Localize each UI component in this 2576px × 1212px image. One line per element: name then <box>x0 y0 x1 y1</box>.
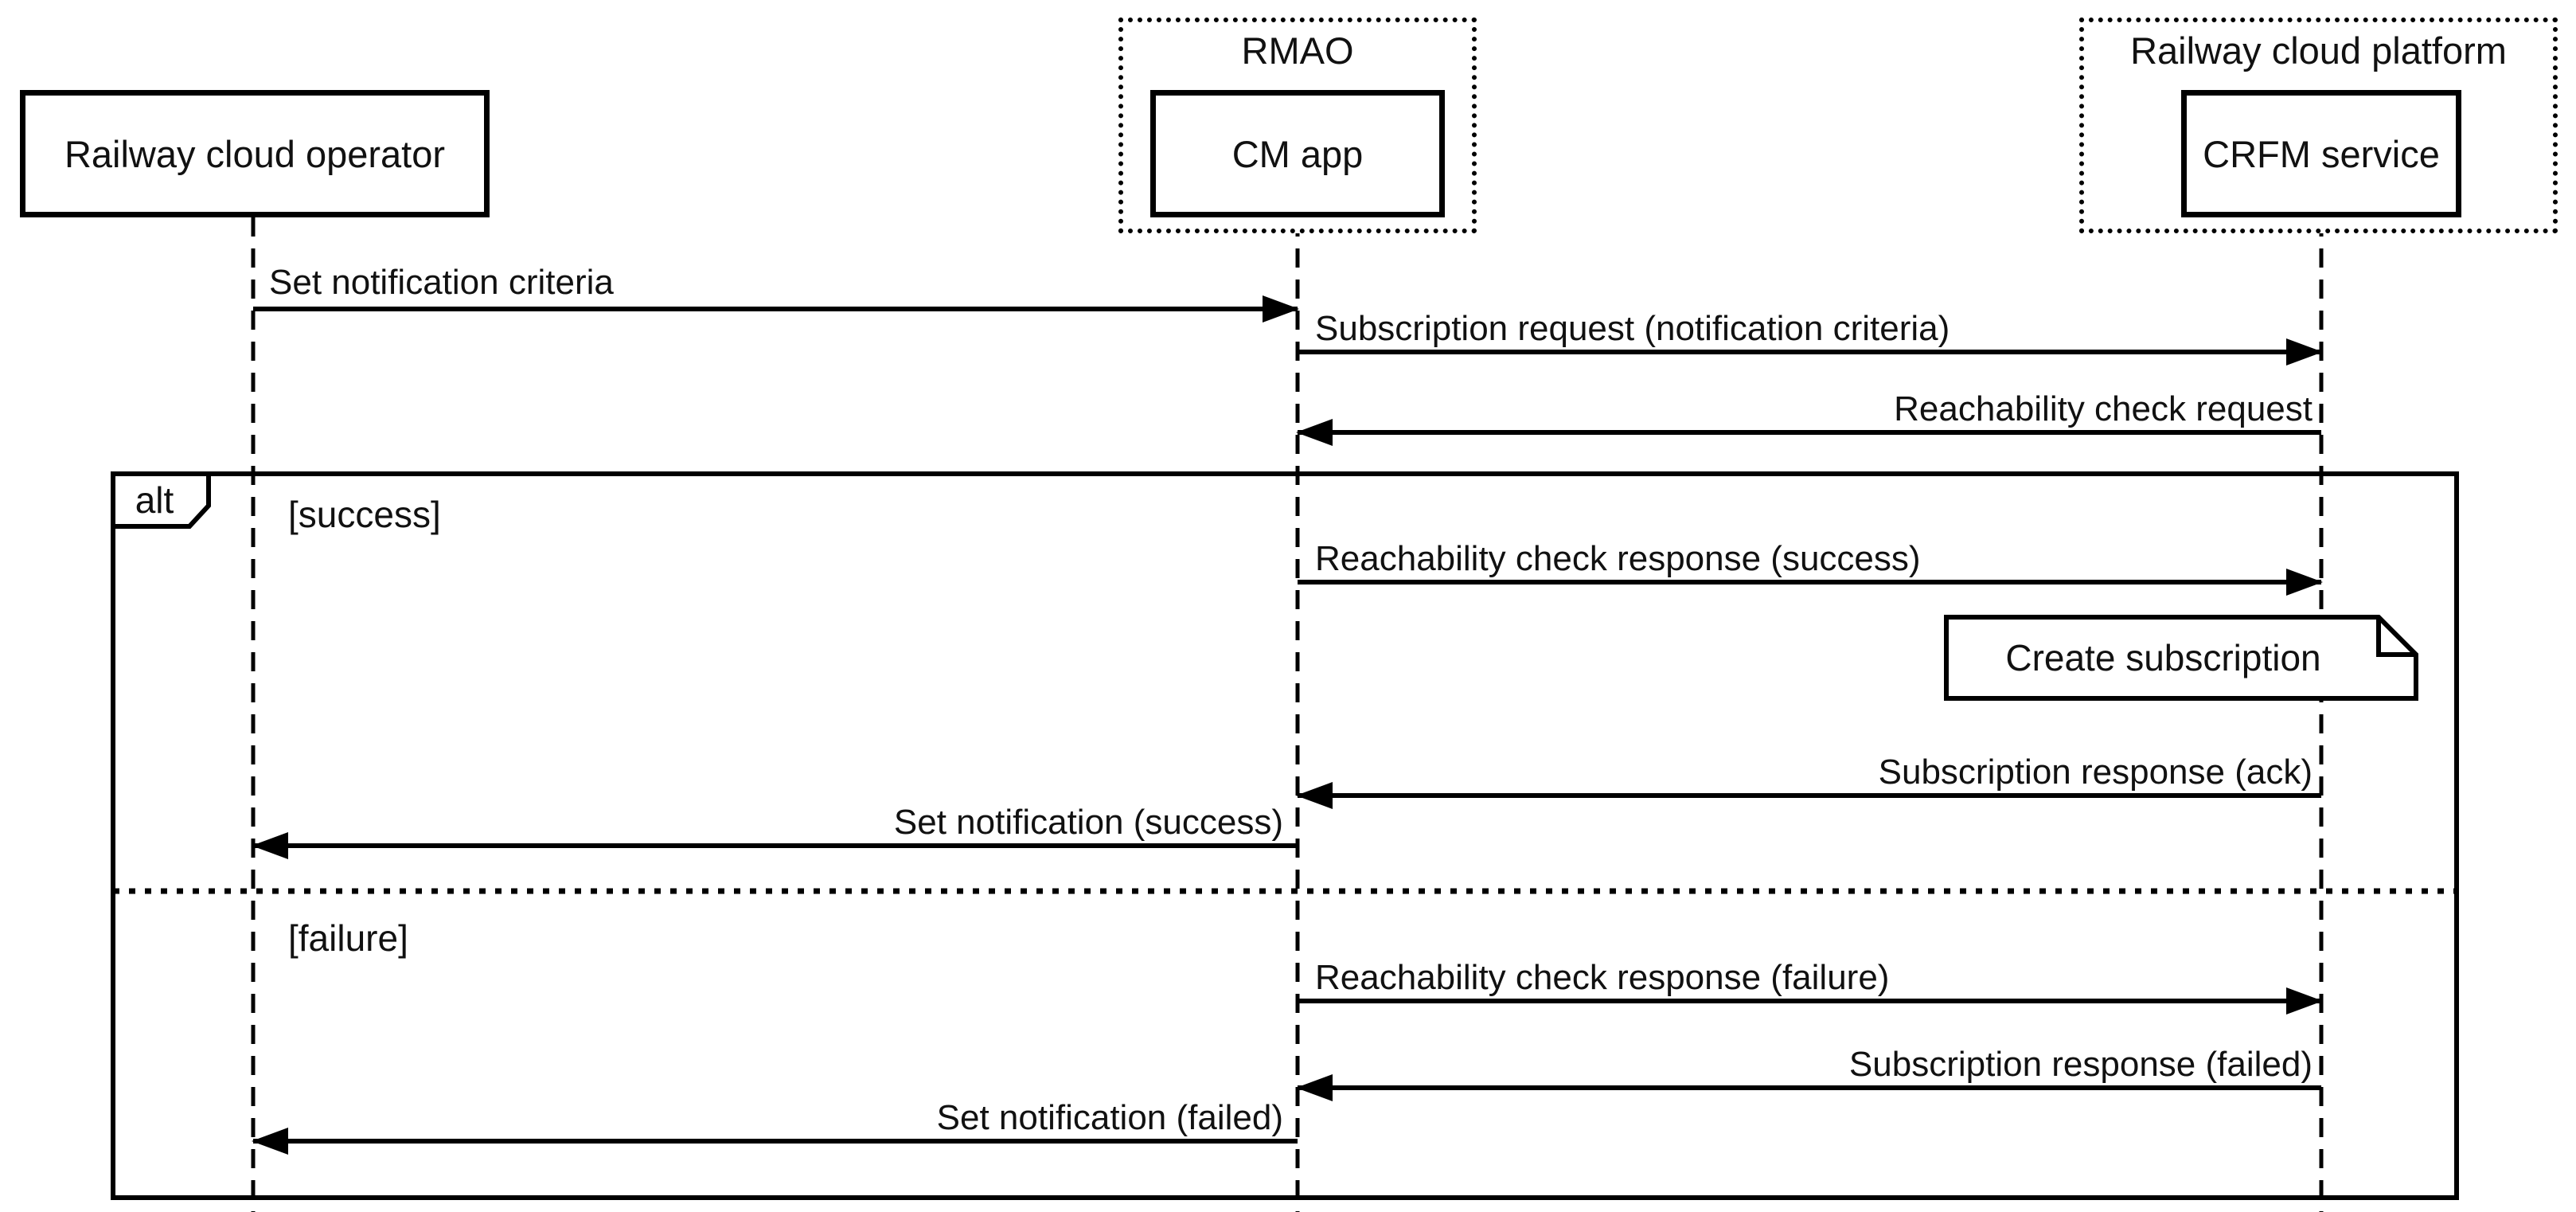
group-label-railway-cloud-platform: Railway cloud platform <box>2130 29 2507 72</box>
message-label-set-notification-failed: Set notification (failed) <box>936 1098 1283 1137</box>
note-shape <box>1944 615 2418 701</box>
alt-frame-border <box>111 471 2459 1200</box>
note-label-create-subscription: Create subscription <box>2005 637 2321 678</box>
guard-success: [success] <box>288 494 441 535</box>
message-label-subscription-response-failed: Subscription response (failed) <box>1848 1045 2313 1084</box>
alt-frame-pentagon <box>111 471 211 529</box>
message-label-reachability-check-response-failure: Reachability check response (failure) <box>1315 958 1890 997</box>
note-fold-corner <box>2376 617 2416 657</box>
participant-cm-app: CM app <box>1150 90 1445 217</box>
message-label-reachability-check-request: Reachability check request <box>1894 389 2313 428</box>
alt-frame-label: alt <box>135 479 174 521</box>
message-label-reachability-check-response-success: Reachability check response (success) <box>1315 539 1921 578</box>
group-label-rmao: RMAO <box>1241 29 1354 72</box>
participant-railway-cloud-operator: Railway cloud operator <box>20 90 490 217</box>
message-label-subscription-response-ack: Subscription response (ack) <box>1878 753 2313 792</box>
message-label-set-notification-success: Set notification (success) <box>893 803 1283 842</box>
message-label-set-notification-criteria: Set notification criteria <box>269 263 614 302</box>
message-label-subscription-request: Subscription request (notification crite… <box>1315 309 1950 348</box>
guard-failure: [failure] <box>288 917 408 959</box>
participant-crfm-service: CRFM service <box>2181 90 2461 217</box>
